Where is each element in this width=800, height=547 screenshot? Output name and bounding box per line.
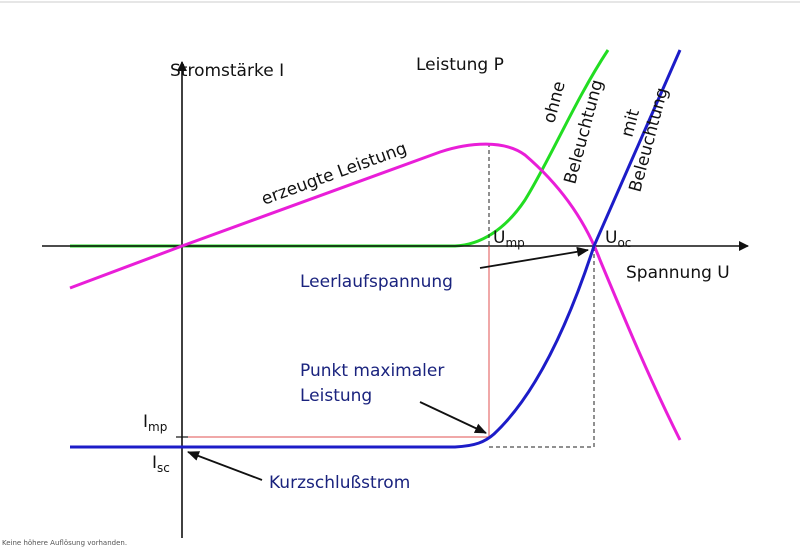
mpp-annotation-line1: Punkt maximaler	[300, 361, 444, 381]
lit-iv-curve	[70, 49, 682, 449]
power-axis-label: Leistung P	[416, 55, 504, 75]
open-circuit-annotation: Leerlaufspannung	[300, 272, 453, 292]
y-axis-label: Stromstärke I	[170, 61, 284, 81]
mpp-arrow	[419, 401, 487, 434]
power-curve-label: erzeugte Leistung	[259, 139, 410, 210]
dark-iv-curve	[70, 49, 610, 248]
short-circuit-annotation: Kurzschlußstrom	[269, 473, 410, 493]
isc-dashed-guide	[489, 246, 595, 448]
uoc-label: Uoc	[605, 228, 631, 250]
ump-label: Ump	[493, 228, 525, 250]
mpp-dashed-guide	[473, 144, 490, 246]
dark-curve-label: ohne Beleuchtung	[540, 78, 608, 187]
short-circuit-arrow	[187, 451, 263, 481]
power-curve	[69, 142, 682, 441]
imp-label: Imp	[143, 412, 167, 434]
x-axis-label: Spannung U	[626, 263, 730, 283]
lit-curve-label: mit Beleuchtung	[618, 86, 673, 195]
lit-curve-label-line2: Beleuchtung	[626, 86, 673, 195]
isc-label: Isc	[152, 453, 170, 475]
dark-curve-label-line2: Beleuchtung	[561, 78, 608, 187]
mpp-annotation-line2: Leistung	[300, 386, 372, 406]
footer-note: Keine höhere Auflösung vorhanden.	[2, 539, 128, 547]
dark-curve-label-line1: ohne	[540, 79, 570, 125]
open-circuit-arrow	[479, 246, 589, 269]
